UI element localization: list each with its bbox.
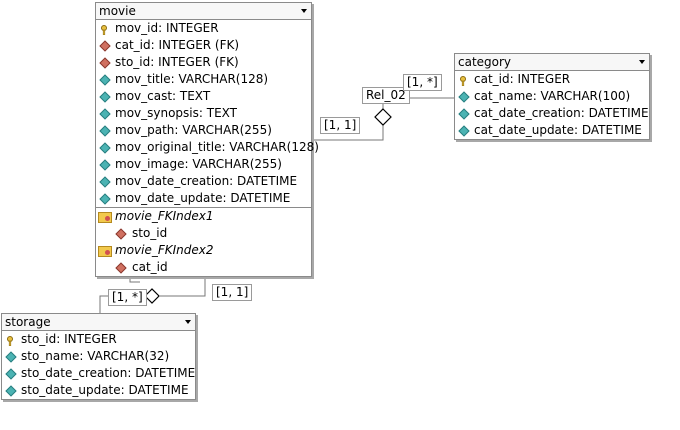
column-label: sto_date_update: DATETIME: [21, 383, 189, 397]
column-diamond-icon: [458, 108, 470, 120]
movie-index-fkindex1[interactable]: movie_FKIndex1: [96, 208, 311, 225]
column-diamond-icon: [99, 193, 111, 205]
movie-table-title: movie: [99, 4, 136, 18]
index-folder-icon: [98, 212, 112, 223]
key-icon: [6, 334, 14, 347]
fk-diamond-icon: [115, 262, 127, 274]
category-column-cat-date-creation[interactable]: cat_date_creation: DATETIME: [455, 105, 649, 122]
index-column-label: cat_id: [132, 260, 168, 274]
key-icon: [100, 23, 108, 36]
rel-storage-one-cardinality: [1, 1]: [212, 284, 253, 301]
movie-column-mov-cast[interactable]: mov_cast: TEXT: [96, 88, 311, 105]
dropdown-arrow-icon[interactable]: [639, 60, 645, 64]
column-diamond-icon: [5, 385, 17, 397]
column-label: cat_id: INTEGER (FK): [115, 38, 240, 52]
column-label: sto_id: INTEGER: [21, 332, 117, 346]
category-column-cat-name[interactable]: cat_name: VARCHAR(100): [455, 88, 649, 105]
column-label: mov_synopsis: TEXT: [115, 106, 237, 120]
column-diamond-icon: [99, 159, 111, 171]
column-diamond-icon: [99, 74, 111, 86]
movie-column-mov-id[interactable]: mov_id: INTEGER: [96, 20, 311, 37]
dropdown-arrow-icon[interactable]: [185, 320, 191, 324]
column-label: mov_title: VARCHAR(128): [115, 72, 269, 86]
index-label: movie_FKIndex1: [115, 209, 214, 223]
rel-storage-many-cardinality: [1, *]: [108, 289, 147, 306]
column-label: cat_id: INTEGER: [474, 72, 571, 86]
rel-storage-line-c: [160, 276, 206, 297]
storage-column-sto-name[interactable]: sto_name: VARCHAR(32): [2, 348, 195, 365]
column-diamond-icon: [458, 125, 470, 137]
rel02-name-label[interactable]: Rel_02: [362, 87, 410, 104]
fk-diamond-icon: [115, 228, 127, 240]
rel-storage-diamond-icon[interactable]: [144, 288, 160, 304]
category-table-header[interactable]: category: [455, 54, 649, 71]
column-label: cat_name: VARCHAR(100): [474, 89, 631, 103]
movie-index-fkindex1-column[interactable]: sto_id: [96, 225, 311, 242]
rel02-many-cardinality: [1, *]: [403, 74, 442, 91]
movie-column-mov-synopsis[interactable]: mov_synopsis: TEXT: [96, 105, 311, 122]
column-label: mov_date_creation: DATETIME: [115, 174, 298, 188]
column-label: sto_name: VARCHAR(32): [21, 349, 170, 363]
category-table[interactable]: category cat_id: INTEGER cat_name: VARCH…: [454, 53, 650, 140]
column-label: mov_id: INTEGER: [115, 21, 219, 35]
index-label: movie_FKIndex2: [115, 243, 214, 257]
column-label: mov_path: VARCHAR(255): [115, 123, 272, 137]
movie-column-mov-date-update[interactable]: mov_date_update: DATETIME: [96, 190, 311, 207]
movie-column-mov-title[interactable]: mov_title: VARCHAR(128): [96, 71, 311, 88]
category-column-cat-date-update[interactable]: cat_date_update: DATETIME: [455, 122, 649, 139]
index-folder-icon: [98, 246, 112, 257]
column-diamond-icon: [5, 351, 17, 363]
column-label: mov_image: VARCHAR(255): [115, 157, 282, 171]
column-diamond-icon: [99, 125, 111, 137]
movie-column-mov-path[interactable]: mov_path: VARCHAR(255): [96, 122, 311, 139]
column-diamond-icon: [5, 368, 17, 380]
storage-table-header[interactable]: storage: [2, 314, 195, 331]
key-icon: [459, 74, 467, 87]
column-diamond-icon: [99, 91, 111, 103]
storage-table[interactable]: storage sto_id: INTEGER sto_name: VARCHA…: [1, 313, 196, 400]
column-label: sto_id: INTEGER (FK): [115, 55, 239, 69]
column-label: cat_date_creation: DATETIME: [474, 106, 649, 120]
movie-table-header[interactable]: movie: [96, 3, 311, 20]
movie-column-mov-original-title[interactable]: mov_original_title: VARCHAR(128): [96, 139, 319, 156]
movie-index-fkindex2[interactable]: movie_FKIndex2: [96, 242, 311, 259]
category-column-cat-id[interactable]: cat_id: INTEGER: [455, 71, 649, 88]
dropdown-arrow-icon[interactable]: [301, 9, 307, 13]
column-diamond-icon: [458, 91, 470, 103]
movie-column-mov-date-creation[interactable]: mov_date_creation: DATETIME: [96, 173, 311, 190]
index-column-label: sto_id: [132, 226, 168, 240]
column-label: cat_date_update: DATETIME: [474, 123, 642, 137]
storage-column-sto-id[interactable]: sto_id: INTEGER: [2, 331, 195, 348]
fk-diamond-icon: [99, 40, 111, 52]
movie-column-sto-id[interactable]: sto_id: INTEGER (FK): [96, 54, 311, 71]
column-label: mov_cast: TEXT: [115, 89, 211, 103]
fk-diamond-icon: [99, 57, 111, 69]
category-table-title: category: [458, 55, 512, 69]
column-diamond-icon: [99, 176, 111, 188]
column-label: sto_date_creation: DATETIME: [21, 366, 196, 380]
movie-table[interactable]: movie mov_id: INTEGER cat_id: INTEGER (F…: [95, 2, 319, 277]
column-diamond-icon: [99, 108, 111, 120]
movie-index-fkindex2-column[interactable]: cat_id: [96, 259, 311, 276]
column-label: mov_original_title: VARCHAR(128): [115, 140, 319, 154]
storage-column-sto-date-update[interactable]: sto_date_update: DATETIME: [2, 382, 195, 399]
rel02-diamond-icon[interactable]: [374, 108, 392, 126]
movie-column-cat-id[interactable]: cat_id: INTEGER (FK): [96, 37, 311, 54]
column-label: mov_date_update: DATETIME: [115, 191, 291, 205]
rel-storage-line-a: [129, 276, 140, 283]
movie-column-mov-image[interactable]: mov_image: VARCHAR(255): [96, 156, 311, 173]
column-diamond-icon: [99, 142, 111, 154]
storage-table-title: storage: [5, 315, 51, 329]
rel02-one-cardinality: [1, 1]: [320, 117, 361, 134]
storage-column-sto-date-creation[interactable]: sto_date_creation: DATETIME: [2, 365, 195, 382]
rel02-line-movie: [311, 125, 384, 141]
